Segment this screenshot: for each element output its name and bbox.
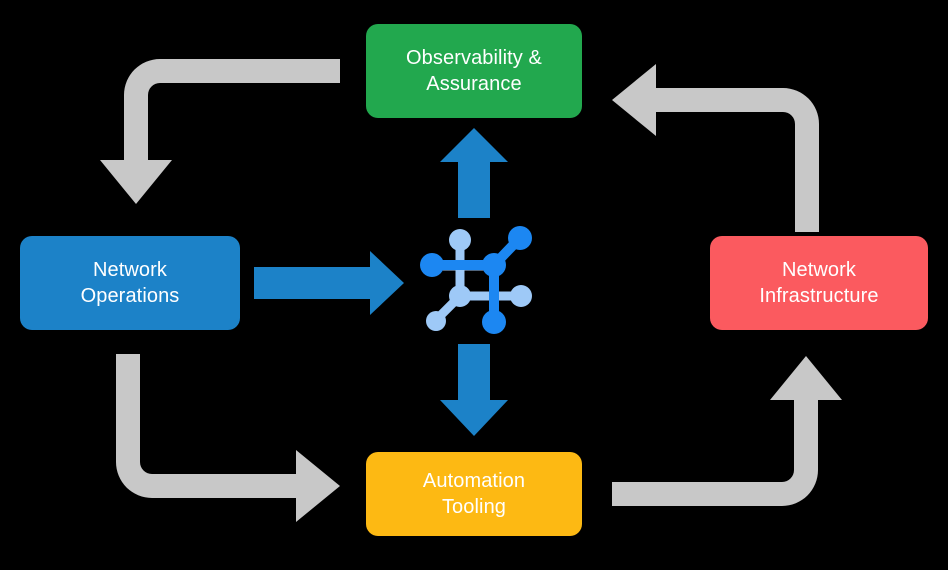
node-box-network-infrastructure[interactable]: Network Infrastructure bbox=[710, 236, 928, 330]
hub-arrow-hub-to-automation bbox=[440, 344, 508, 436]
node-box-automation-tooling[interactable]: Automation Tooling bbox=[366, 452, 582, 536]
hub-arrow-netops-to-hub bbox=[254, 251, 404, 315]
cycle-arrow-automation-to-netinfra bbox=[612, 356, 842, 506]
hub-arrow-hub-to-observability bbox=[440, 128, 508, 218]
node-box-observability[interactable]: Observability & Assurance bbox=[366, 24, 582, 118]
node-box-network-operations[interactable]: Network Operations bbox=[20, 236, 240, 330]
cycle-arrow-netops-to-automation bbox=[116, 354, 340, 522]
cycle-arrow-observability-to-netops bbox=[100, 59, 340, 204]
cycle-arrow-netinfra-to-observability bbox=[612, 64, 819, 232]
